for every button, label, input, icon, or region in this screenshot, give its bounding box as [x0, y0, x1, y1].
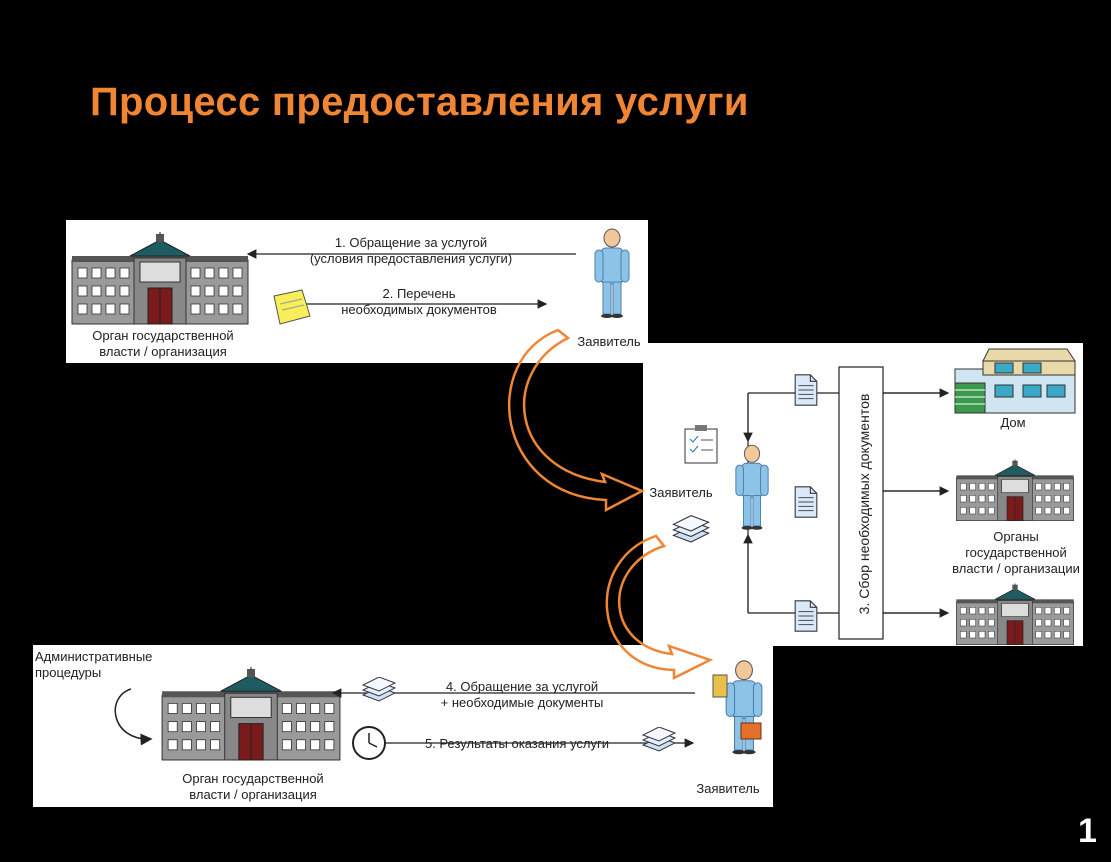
organ-label-line1: Орган государственной [182, 771, 324, 786]
organ-label-line2: власти / организация [189, 787, 317, 802]
step2-label-line2: необходимых документов [341, 302, 497, 317]
step3-label: 3. Сбор необходимых документов [856, 393, 872, 615]
document-icon [794, 486, 818, 518]
applicant-person-icon [594, 228, 630, 318]
organs-label-line2: государственной [965, 545, 1067, 560]
organs-label-line3: власти / организации [952, 561, 1080, 576]
organ-label-line1: Орган государственной [92, 328, 234, 343]
document-folder-icon [712, 674, 728, 698]
applicant-label: Заявитель [577, 334, 641, 349]
step4-label-line1: 4. Обращение за услугой [445, 679, 599, 694]
organ-label-line2: власти / организация [99, 344, 227, 359]
applicant-label: Заявитель [696, 781, 760, 796]
panel-result: Административные процедуры 4. Обращение … [33, 645, 773, 807]
house-label: Дом [1000, 415, 1026, 430]
applicant-person-icon [735, 444, 769, 531]
applicant-label: Заявитель [649, 485, 713, 500]
organs-label-line1: Органы [993, 529, 1039, 544]
document-icon [794, 374, 818, 406]
document-icon [794, 600, 818, 632]
step1-label-line2: (условия предоставления услуги) [309, 251, 513, 266]
documents-stack-icon [642, 727, 676, 752]
step2-label-line1: 2. Перечень [382, 286, 456, 301]
collection-box [838, 366, 884, 640]
page-number: 1 [1078, 812, 1097, 850]
government-building-icon [955, 583, 1075, 646]
sticky-note-icon [273, 289, 311, 325]
house-icon [954, 348, 1076, 414]
panel-request: 1. Обращение за услугой (условия предост… [66, 220, 648, 363]
panel-collection: Заявитель 3. Сбор необходимых документов… [643, 343, 1083, 646]
admin-label-line2: процедуры [35, 665, 102, 680]
documents-stack-icon [672, 515, 710, 543]
documents-stack-icon [362, 677, 396, 702]
government-building-icon [71, 232, 249, 325]
government-building-icon [955, 459, 1075, 522]
step4-label-line2: + необходимые документы [440, 695, 604, 710]
applicant-person-icon [725, 660, 763, 755]
slide-title: Процесс предоставления услуги [90, 80, 749, 124]
briefcase-icon [740, 722, 762, 740]
admin-procedures-arrow [114, 688, 153, 746]
clipboard-icon [684, 425, 718, 464]
step1-label-line1: 1. Обращение за услугой [334, 235, 488, 250]
step5-label: 5. Результаты оказания услуги [424, 736, 610, 751]
admin-label-line1: Административные [35, 649, 153, 664]
clock-icon [352, 726, 386, 760]
